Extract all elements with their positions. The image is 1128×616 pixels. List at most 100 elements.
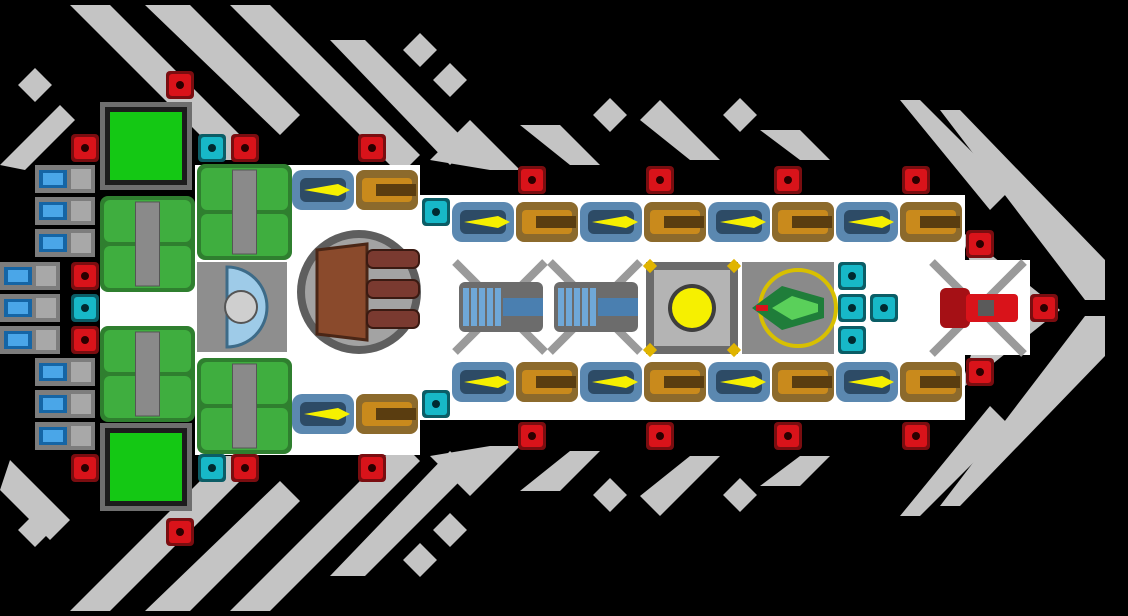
hull-stripe	[70, 5, 245, 160]
hull-stripe	[640, 100, 720, 160]
blue-battery-icon	[0, 326, 60, 354]
hull-stripe	[70, 456, 245, 611]
red-thruster-icon	[966, 358, 994, 386]
red-thruster-icon	[166, 518, 194, 546]
blue-battery-icon	[35, 422, 95, 450]
orange-autocannon-icon	[772, 202, 834, 242]
cyan-thruster-icon	[838, 262, 866, 290]
hull-stripe	[520, 451, 600, 491]
hull-diamond	[433, 513, 467, 547]
red-thruster-icon	[71, 262, 99, 290]
cyan-thruster-icon	[198, 454, 226, 482]
blue-battery-icon	[35, 358, 95, 386]
hull-stripe	[145, 481, 300, 611]
yellow-laser-gun-icon	[708, 362, 770, 402]
green-tank-icon	[100, 196, 195, 292]
hull-stripe	[330, 451, 470, 576]
cyan-thruster-icon	[422, 390, 450, 418]
yellow-laser-gun-icon	[580, 202, 642, 242]
blue-battery-icon	[35, 229, 95, 257]
orange-autocannon-icon	[516, 362, 578, 402]
hull-stripe	[430, 120, 520, 170]
red-thruster-icon	[231, 134, 259, 162]
hull-stripe	[0, 460, 70, 540]
hull-diamond	[433, 63, 467, 97]
orange-autocannon-icon	[900, 362, 962, 402]
green-tank-icon	[197, 164, 292, 260]
red-thruster-icon	[966, 230, 994, 258]
yellow-reactor-core-icon	[642, 258, 742, 358]
orange-autocannon-icon	[644, 202, 706, 242]
yellow-laser-gun-icon	[452, 202, 514, 242]
red-thruster-icon	[646, 166, 674, 194]
red-thruster-icon	[166, 71, 194, 99]
hull-stripe	[0, 105, 75, 170]
red-thruster-icon	[71, 326, 99, 354]
hull-diamond	[18, 68, 52, 102]
hull-stripe	[940, 110, 1105, 300]
red-thruster-icon	[646, 422, 674, 450]
orange-autocannon-icon	[900, 202, 962, 242]
red-thruster-icon	[518, 422, 546, 450]
hull-diamond	[403, 33, 437, 67]
red-thruster-icon	[774, 166, 802, 194]
hull-diamond	[723, 478, 757, 512]
yellow-laser-gun-icon	[836, 362, 898, 402]
hull-stripe	[760, 130, 830, 160]
cyan-thruster-icon	[870, 294, 898, 322]
brown-triple-cannon-icon	[297, 230, 421, 354]
yellow-laser-gun-icon	[452, 362, 514, 402]
hull-stripe	[940, 316, 1105, 506]
hull-diamond	[403, 543, 437, 577]
red-thruster-icon	[1030, 294, 1058, 322]
orange-autocannon-icon	[356, 170, 418, 210]
hull-diamond	[593, 98, 627, 132]
orange-autocannon-icon	[356, 394, 418, 434]
red-nose-gun-icon	[929, 259, 1027, 357]
hull-diamond	[593, 478, 627, 512]
blue-battery-icon	[35, 390, 95, 418]
hull-stripe	[760, 456, 830, 486]
hull-stripe	[900, 406, 1010, 516]
green-panel-icon	[100, 423, 192, 511]
yellow-laser-gun-icon	[292, 170, 354, 210]
red-thruster-icon	[231, 454, 259, 482]
red-thruster-icon	[71, 454, 99, 482]
green-panel-icon	[100, 102, 192, 190]
hull-diamond	[723, 98, 757, 132]
cyan-thruster-icon	[71, 294, 99, 322]
blue-battery-icon	[35, 197, 95, 225]
green-tank-icon	[100, 326, 195, 422]
orange-autocannon-icon	[772, 362, 834, 402]
yellow-laser-gun-icon	[708, 202, 770, 242]
cyan-thruster-icon	[198, 134, 226, 162]
yellow-laser-gun-icon	[836, 202, 898, 242]
red-thruster-icon	[358, 134, 386, 162]
green-tank-icon	[197, 358, 292, 454]
blue-battery-icon	[0, 262, 60, 290]
orange-autocannon-icon	[644, 362, 706, 402]
cyan-thruster-icon	[838, 294, 866, 322]
cyan-thruster-icon	[838, 326, 866, 354]
hull-stripe	[330, 40, 470, 165]
hull-stripe	[640, 456, 720, 516]
hull-stripe	[145, 5, 300, 135]
red-thruster-icon	[902, 422, 930, 450]
yellow-laser-gun-icon	[580, 362, 642, 402]
hull-stripe	[520, 125, 600, 165]
ship-modules	[0, 71, 1058, 546]
cyan-thruster-icon	[422, 198, 450, 226]
blue-battery-icon	[0, 294, 60, 322]
blue-shield-dome-icon	[197, 262, 287, 352]
blue-railgun-icon	[452, 259, 548, 355]
red-thruster-icon	[902, 166, 930, 194]
hull-stripe	[900, 100, 1010, 210]
hull-stripe	[430, 446, 520, 496]
blue-railgun-icon	[547, 259, 643, 355]
red-thruster-icon	[358, 454, 386, 482]
red-thruster-icon	[774, 422, 802, 450]
blue-battery-icon	[35, 165, 95, 193]
green-cockpit-icon	[742, 262, 838, 354]
hull-stripe	[230, 441, 420, 611]
